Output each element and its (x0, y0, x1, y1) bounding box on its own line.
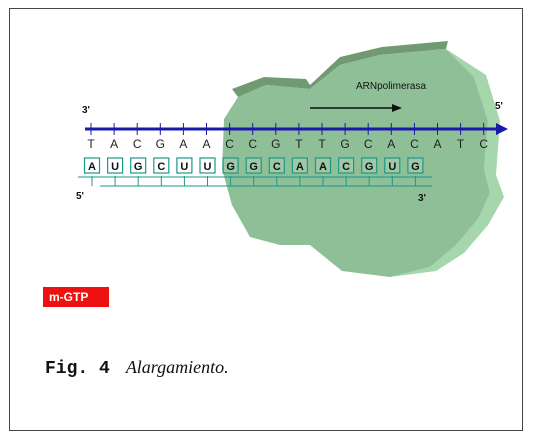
template-base: C (364, 137, 373, 151)
template-3prime-label: 3' (82, 105, 90, 116)
rna-base: G (226, 161, 235, 173)
rna-base-box (106, 157, 124, 174)
rna-base: C (342, 161, 350, 173)
rna-base: C (157, 161, 165, 173)
template-base: G (156, 137, 165, 151)
rna-base: U (111, 161, 119, 173)
template-base: T (87, 137, 95, 151)
template-base: G (340, 137, 349, 151)
template-base: A (179, 137, 187, 151)
figure-caption: Fig. 4 Alargamiento. (45, 357, 229, 379)
template-base: A (433, 137, 441, 151)
template-base: C (479, 137, 488, 151)
rna-base-box (407, 157, 424, 174)
rna-base-box (314, 157, 332, 174)
rna-base-box (153, 157, 170, 174)
template-base: C (225, 137, 234, 151)
template-strand-backbone (85, 123, 508, 135)
rna-base: C (273, 161, 281, 173)
template-base: A (110, 137, 118, 151)
rna-polymerase-enzyme (222, 41, 504, 277)
rna-base: G (365, 161, 374, 173)
rna-base: A (296, 161, 304, 173)
rna-base: G (249, 161, 258, 173)
template-base: T (318, 137, 326, 151)
rna-base-box (361, 157, 378, 174)
template-base: A (387, 137, 395, 151)
direction-arrow (310, 104, 402, 112)
rna-base-box (199, 157, 216, 174)
enzyme-top-face (232, 41, 448, 97)
template-base: T (295, 137, 303, 151)
rna-3prime-label: 3' (418, 193, 426, 204)
rna-base: G (411, 161, 420, 173)
rna-base: A (88, 161, 96, 173)
template-base: G (271, 137, 280, 151)
template-base: C (410, 137, 419, 151)
rna-5prime-label: 5' (76, 191, 84, 202)
rna-base-box (83, 157, 101, 174)
template-base: C (248, 137, 257, 151)
rna-base: U (388, 161, 396, 173)
rna-base-box (338, 157, 355, 174)
rna-base: G (134, 161, 143, 173)
caption-fig-number: Fig. 4 (45, 359, 110, 379)
rna-base-box (130, 157, 147, 174)
enzyme-front-face (222, 49, 490, 277)
rna-base-box (222, 157, 239, 174)
rna-backbone (78, 176, 432, 187)
template-base: C (133, 137, 142, 151)
rna-base-box (268, 157, 285, 174)
m-gtp-cap: m-GTP (43, 287, 109, 307)
rna-base: U (180, 161, 188, 173)
rna-base-box (384, 157, 401, 174)
template-5prime-label: 5' (495, 101, 503, 112)
rna-base-box (176, 157, 193, 174)
rna-base: U (204, 161, 212, 173)
template-base: A (202, 137, 210, 151)
template-base: T (457, 137, 465, 151)
rna-base-box (245, 157, 262, 174)
caption-text: Alargamiento. (125, 357, 229, 377)
rna-base-box (291, 157, 308, 174)
enzyme-label: ARNpolimerasa (356, 81, 426, 92)
rna-base: A (319, 161, 327, 173)
